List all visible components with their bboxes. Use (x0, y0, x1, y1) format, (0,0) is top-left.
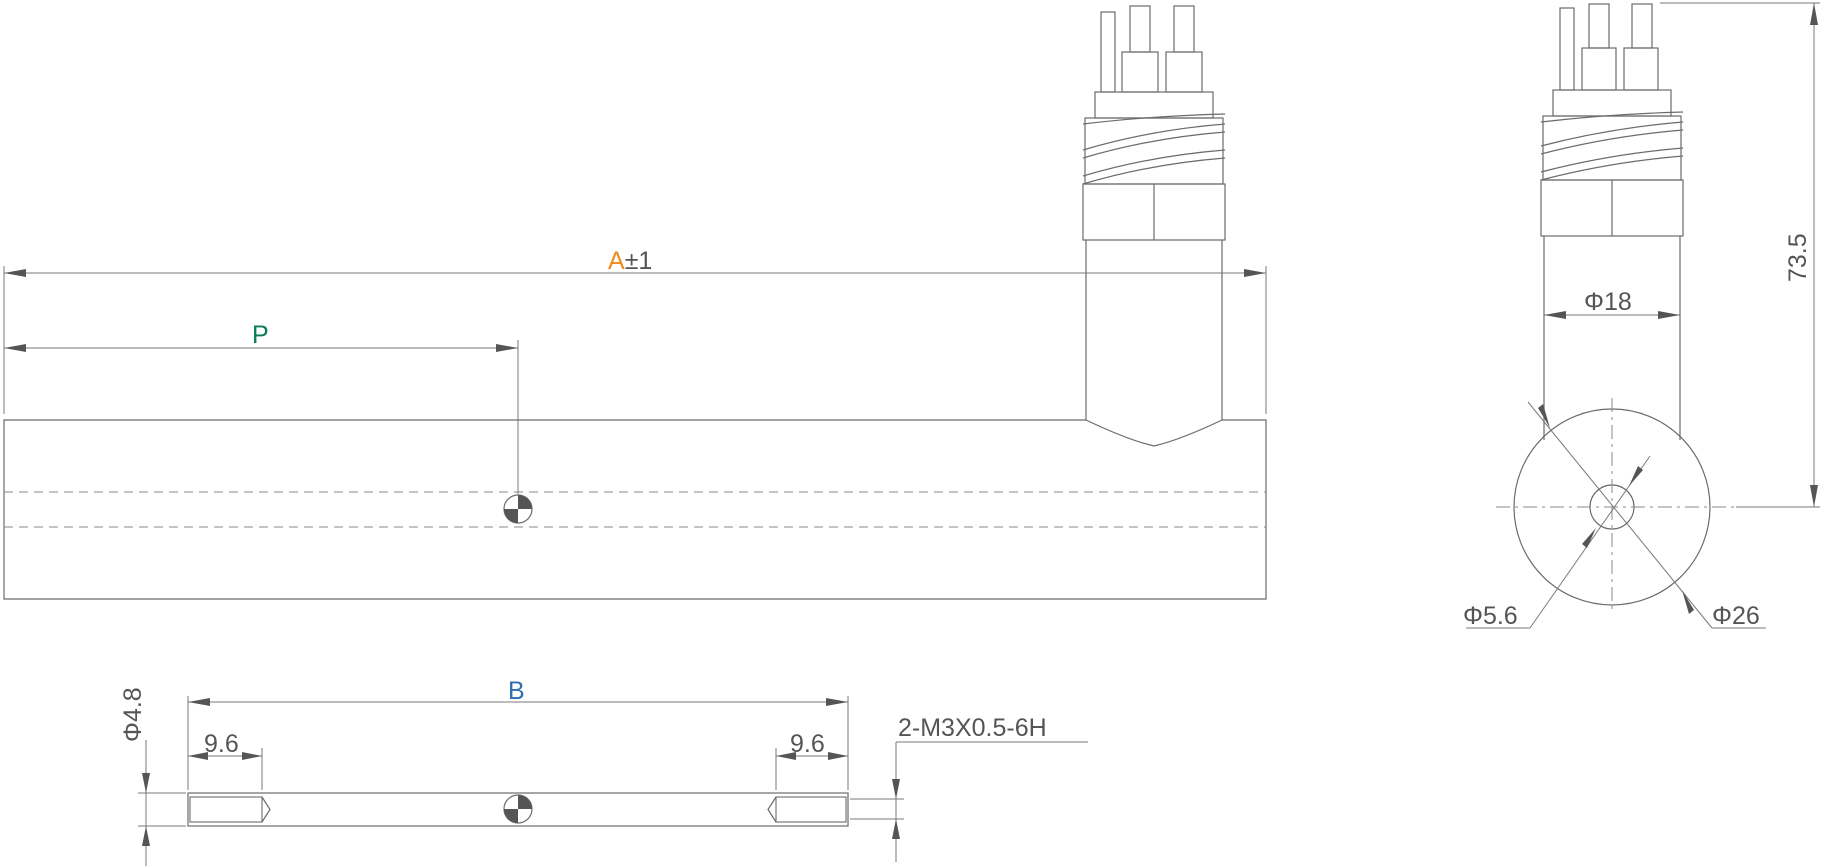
left-9-6-label: 9.6 (204, 730, 239, 758)
lead-sheath (1082, 5, 1226, 420)
diameter-18-label: Φ18 (1584, 288, 1632, 316)
right-9-6-label: 9.6 (790, 730, 825, 758)
thread-spec-label: 2-M3X0.5-6H (898, 714, 1047, 742)
diameter-5-6-label: Φ5.6 (1463, 602, 1518, 630)
front-view: A±1 P (3, 5, 1267, 600)
rod-body (187, 792, 849, 827)
dimension-a-tolerance: ±1 (625, 247, 653, 275)
rod-detail: B 9.6 9.6 2-M3X0.5-6H Φ4.8 (119, 677, 1088, 866)
dimension-b-label: B (508, 677, 525, 705)
rod-thermocouple-symbol (503, 794, 533, 824)
dimension-p-label: P (252, 321, 269, 349)
diameter-4-8-label: Φ4.8 (119, 687, 147, 742)
thermocouple-position-symbol (503, 494, 533, 524)
diameter-26-label: Φ26 (1712, 602, 1760, 630)
height-73-5-label: 73.5 (1784, 233, 1812, 282)
dimension-a-letter: A (608, 247, 625, 275)
dimension-a (3, 266, 1267, 414)
side-view: Φ18 73.5 Φ26 Φ5.6 (1463, 2, 1820, 630)
dimension-a-label: A±1 (608, 247, 652, 275)
dimension-p (3, 340, 519, 494)
heater-body-outline (3, 419, 1267, 600)
